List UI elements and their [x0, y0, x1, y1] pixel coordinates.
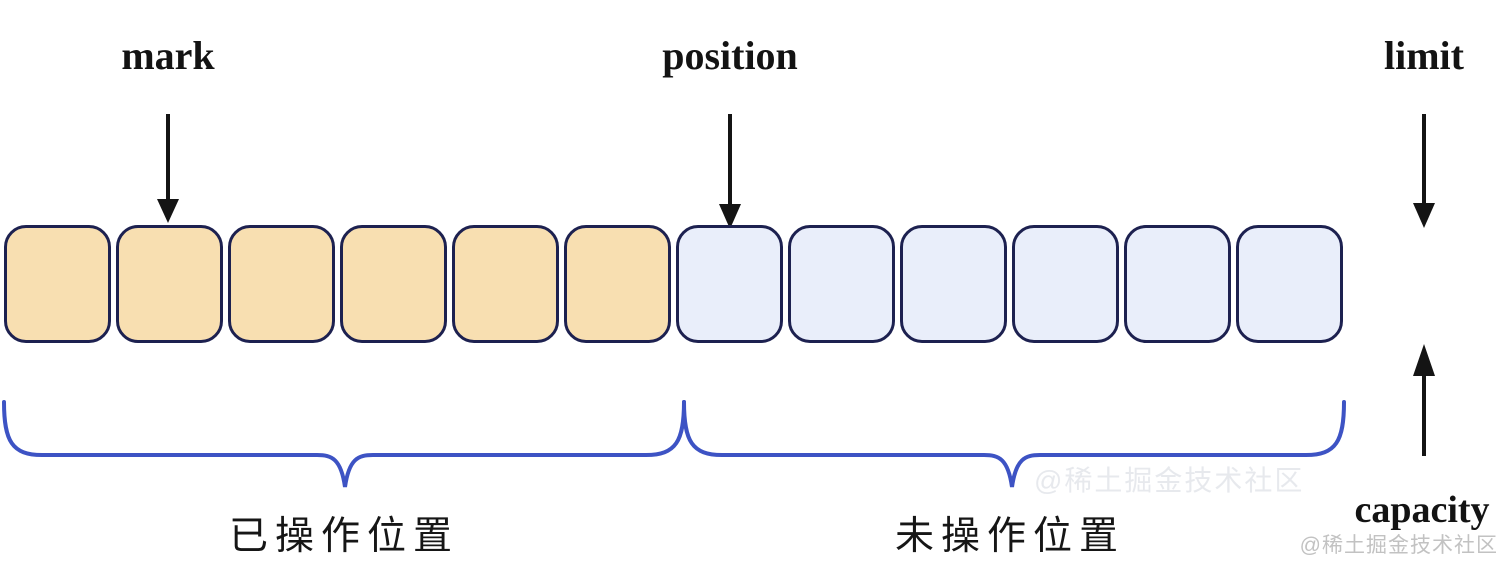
capacity-label: capacity — [1354, 489, 1490, 531]
operated-brace — [2, 400, 686, 488]
buffer-cell-unoperated-5 — [1124, 225, 1231, 343]
buffer-cell-unoperated-3 — [900, 225, 1007, 343]
buffer-cell-operated-5 — [452, 225, 559, 343]
limit-label: limit — [1384, 33, 1464, 78]
buffer-cell-unoperated-4 — [1012, 225, 1119, 343]
buffer-cell-operated-2 — [116, 225, 223, 343]
capacity-arrow-icon — [1413, 344, 1435, 456]
position-arrow-icon — [719, 114, 741, 229]
mark-label: mark — [121, 33, 215, 78]
buffer-cell-operated-6 — [564, 225, 671, 343]
buffer-cells — [4, 225, 1343, 343]
unoperated-segment-label: 未操作位置 — [894, 515, 1126, 558]
limit-arrow-icon — [1413, 114, 1435, 228]
watermark: @稀土掘金技术社区 — [1299, 534, 1498, 557]
operated-segment-label: 已操作位置 — [228, 515, 460, 558]
buffer-cell-operated-4 — [340, 225, 447, 343]
buffer-cell-unoperated-6 — [1236, 225, 1343, 343]
buffer-cell-unoperated-1 — [676, 225, 783, 343]
buffer-cell-unoperated-2 — [788, 225, 895, 343]
buffer-cell-operated-1 — [4, 225, 111, 343]
buffer-cell-operated-3 — [228, 225, 335, 343]
watermark-faint: @稀土掘金技术社区 — [1034, 465, 1305, 496]
unoperated-brace — [682, 400, 1346, 488]
position-label: position — [662, 33, 798, 78]
mark-arrow-icon — [157, 114, 179, 223]
